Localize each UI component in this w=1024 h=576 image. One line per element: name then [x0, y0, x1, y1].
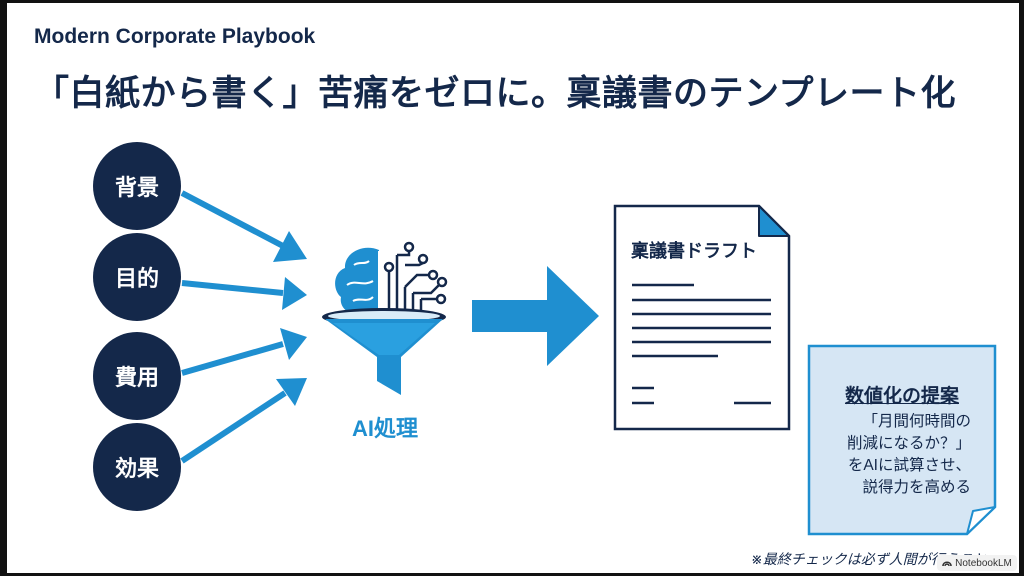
document-title: 稟議書ドラフト	[631, 241, 757, 261]
input-circle-cost: 費用	[93, 332, 181, 420]
input-arrows	[180, 190, 307, 464]
brain-icon	[335, 247, 380, 314]
eyebrow-label: Modern Corporate Playbook	[34, 25, 316, 48]
footnote: ※最終チェックは必ず人間が行うこと	[751, 551, 987, 567]
input-circle-purpose: 目的	[93, 233, 181, 321]
note-line: 削減になるか？」	[846, 435, 971, 452]
ai-process-label: AI処理	[351, 416, 418, 441]
slide: Modern Corporate Playbook 「白紙から書く」苦痛をゼロに…	[7, 3, 1019, 573]
arrow-from-background	[180, 190, 307, 262]
note-line: をAIに試算させ、	[847, 457, 971, 474]
circuit-icon	[383, 241, 448, 313]
sticky-note	[807, 344, 997, 536]
notebooklm-logo-icon	[942, 561, 952, 567]
big-arrow-icon	[472, 266, 599, 366]
funnel-icon	[322, 308, 446, 395]
badge-label: NotebookLM	[955, 557, 1012, 569]
note-line: 説得力を高める	[862, 479, 971, 496]
note-heading: 数値化の提案	[844, 386, 959, 407]
document-icon	[613, 204, 791, 431]
arrow-from-effect	[180, 378, 307, 464]
arrow-from-purpose	[181, 277, 307, 310]
notebooklm-badge[interactable]: NotebookLM	[937, 555, 1017, 571]
diagram-graphics	[180, 190, 997, 536]
arrow-from-cost	[181, 328, 307, 376]
note-line: 「月間何時間の	[862, 413, 971, 430]
input-circle-background: 背景	[93, 142, 181, 230]
page-title: 「白紙から書く」苦痛をゼロに。稟議書のテンプレート化	[34, 74, 956, 113]
note-body: 「月間何時間の 削減になるか？」 をAIに試算させ、 説得力を高める	[819, 411, 971, 499]
input-circle-effect: 効果	[93, 423, 181, 511]
